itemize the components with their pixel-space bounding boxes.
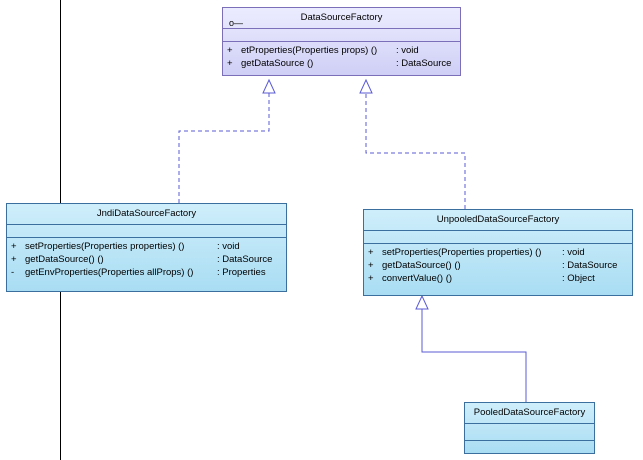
class-datasource-factory[interactable]: o— DataSourceFactory + etProperties(Prop… (222, 7, 461, 76)
operation-return: : Properties (217, 267, 266, 278)
generalization-arrowhead-pooled (415, 294, 429, 310)
visibility: + (11, 254, 17, 265)
visibility: + (368, 273, 374, 284)
class-title: PooledDataSourceFactory (465, 403, 594, 424)
realization-jndi (178, 93, 270, 203)
operations-compartment: + setProperties(Properties properties) (… (7, 238, 286, 279)
visibility: + (11, 241, 17, 252)
operation-signature: setProperties(Properties properties) () (382, 247, 542, 258)
class-title: JndiDataSourceFactory (7, 204, 286, 225)
operation: + getDataSource() () : DataSource (364, 259, 632, 272)
visibility: - (11, 267, 15, 278)
operation-signature: convertValue() () (382, 273, 453, 284)
operation-return: : Object (562, 273, 595, 284)
operation-return: : DataSource (396, 58, 452, 69)
class-unpooled-datasource-factory[interactable]: UnpooledDataSourceFactory + setPropertie… (363, 209, 633, 296)
visibility: + (368, 247, 374, 258)
operation-return: : void (562, 247, 585, 258)
realization-unpooled (365, 93, 466, 209)
class-title: o— DataSourceFactory (223, 8, 460, 29)
visibility: + (227, 58, 233, 69)
operation-return: : DataSource (562, 260, 618, 271)
realization-arrowhead-unpooled (359, 78, 373, 94)
class-name: UnpooledDataSourceFactory (436, 214, 560, 225)
operation: + convertValue() () : Object (364, 272, 632, 285)
operations-compartment: + etProperties(Properties props) () : vo… (223, 42, 460, 70)
class-jndi-datasource-factory[interactable]: JndiDataSourceFactory + setProperties(Pr… (6, 203, 287, 292)
realization-arrowhead-jndi (262, 78, 276, 94)
operations-compartment: + setProperties(Properties properties) (… (364, 244, 632, 285)
operation: + etProperties(Properties props) () : vo… (223, 44, 460, 57)
operation-signature: setProperties(Properties properties) () (25, 241, 185, 252)
operation-signature: getDataSource() () (25, 254, 104, 265)
operation: + setProperties(Properties properties) (… (7, 240, 286, 253)
operation-return: : void (396, 45, 419, 56)
class-name: PooledDataSourceFactory (473, 407, 586, 418)
class-pooled-datasource-factory[interactable]: PooledDataSourceFactory (464, 402, 595, 454)
visibility: + (368, 260, 374, 271)
operation: + getDataSource() () : DataSource (7, 253, 286, 266)
operation-signature: getDataSource () (241, 58, 314, 69)
lollipop-icon: o— (229, 18, 244, 28)
operation-return: : void (217, 241, 240, 252)
operation-signature: getDataSource() () (382, 260, 461, 271)
class-name: JndiDataSourceFactory (96, 208, 197, 219)
operation-signature: etProperties(Properties props) () (241, 45, 378, 56)
attributes-compartment (364, 231, 632, 244)
generalization-pooled (421, 309, 527, 402)
attributes-compartment (7, 225, 286, 238)
attributes-compartment (223, 29, 460, 42)
operation: + setProperties(Properties properties) (… (364, 246, 632, 259)
class-name: DataSourceFactory (300, 12, 383, 23)
visibility: + (227, 45, 233, 56)
operation: + getDataSource () : DataSource (223, 57, 460, 70)
operation-signature: getEnvProperties(Properties allProps) () (25, 267, 194, 278)
operation-return: : DataSource (217, 254, 273, 265)
class-title: UnpooledDataSourceFactory (364, 210, 632, 231)
operation: - getEnvProperties(Properties allProps) … (7, 266, 286, 279)
attributes-compartment (465, 424, 594, 441)
